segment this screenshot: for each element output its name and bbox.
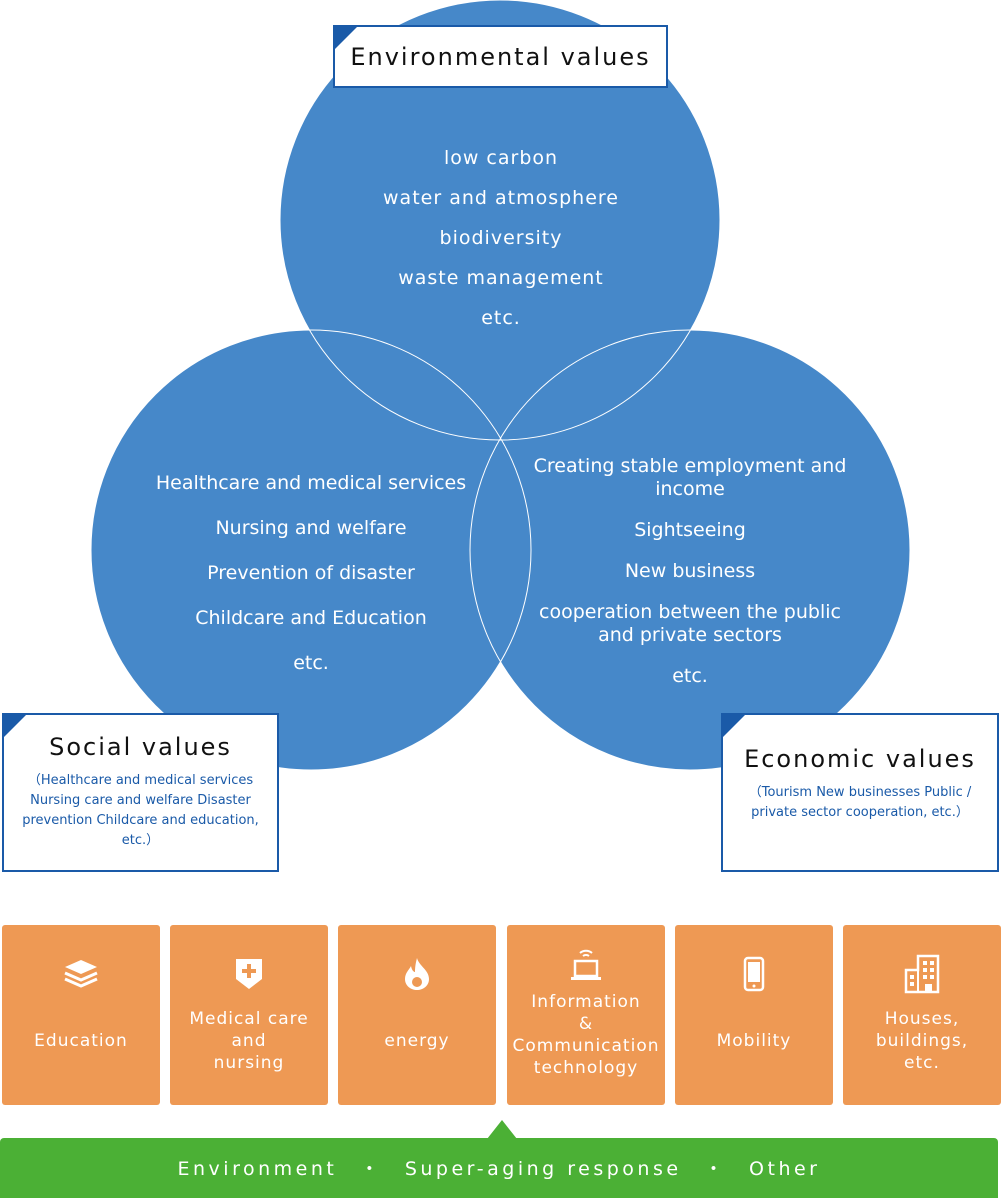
environmental-item: low carbon bbox=[443, 147, 559, 169]
corner-triangle-icon bbox=[335, 27, 357, 49]
economic-subtitle: （Tourism New businesses Public / private… bbox=[748, 785, 972, 820]
tile-ict: Information & Communication technology bbox=[507, 925, 665, 1105]
tile-label: Medical care and nursing bbox=[189, 1009, 309, 1073]
environmental-title: Environmental values bbox=[350, 43, 651, 71]
tile-label: Information & Communication technology bbox=[512, 992, 660, 1078]
social-item: Childcare and Education bbox=[195, 607, 427, 629]
banner-arrow-icon bbox=[487, 1120, 517, 1139]
environmental-item: biodiversity bbox=[439, 227, 563, 249]
laptop-wifi-icon bbox=[566, 941, 606, 991]
bottom-banner: Environment ・ Super-aging response ・ Oth… bbox=[0, 1138, 998, 1198]
economic-item: Sightseeing bbox=[634, 519, 746, 541]
social-item: Healthcare and medical services bbox=[155, 472, 467, 494]
economic-item: New business bbox=[624, 560, 756, 582]
social-circle bbox=[91, 330, 531, 770]
social-item: etc. bbox=[293, 652, 329, 674]
corner-triangle-icon bbox=[4, 715, 26, 737]
building-icon bbox=[902, 949, 942, 999]
environmental-items: low carbon water and atmosphere biodiver… bbox=[300, 144, 702, 344]
social-item: Nursing and welfare bbox=[215, 517, 407, 539]
economic-item: etc. bbox=[672, 665, 708, 687]
economic-item: Creating stable employment and income bbox=[533, 455, 847, 500]
tile-label: energy bbox=[384, 1031, 450, 1051]
category-tiles: Education Medical care and nursing energ… bbox=[2, 925, 1001, 1105]
corner-triangle-icon bbox=[723, 715, 745, 737]
books-icon bbox=[61, 949, 101, 999]
tile-label: Houses, buildings, etc. bbox=[875, 1009, 969, 1073]
tile-education: Education bbox=[2, 925, 160, 1105]
economic-items: Creating stable employment and income Si… bbox=[520, 455, 860, 706]
social-title: Social values bbox=[49, 733, 232, 761]
economic-label-box: Economic values （Tourism New businesses … bbox=[721, 713, 999, 872]
economic-item: cooperation between the public and priva… bbox=[539, 601, 841, 646]
environmental-label-box: Environmental values bbox=[333, 25, 668, 88]
social-items: Healthcare and medical services Nursing … bbox=[140, 468, 482, 693]
economic-title: Economic values bbox=[744, 745, 976, 773]
venn-diagram bbox=[90, 0, 911, 771]
tile-label: Mobility bbox=[716, 1031, 792, 1051]
tile-houses: Houses, buildings, etc. bbox=[843, 925, 1001, 1105]
environmental-item: waste management bbox=[398, 267, 604, 289]
environmental-item: etc. bbox=[481, 307, 521, 329]
social-item: Prevention of disaster bbox=[207, 562, 415, 584]
social-label-box: Social values （Healthcare and medical se… bbox=[2, 713, 279, 872]
environmental-circle bbox=[280, 0, 720, 440]
tile-label: Education bbox=[34, 1031, 128, 1051]
flame-icon bbox=[397, 949, 437, 999]
environmental-item: water and atmosphere bbox=[383, 187, 619, 209]
smartphone-icon bbox=[734, 949, 774, 999]
tile-medical-care: Medical care and nursing bbox=[170, 925, 328, 1105]
economic-circle bbox=[470, 330, 910, 770]
medical-shield-icon bbox=[229, 949, 269, 999]
social-subtitle: （Healthcare and medical services Nursing… bbox=[22, 773, 259, 848]
tile-energy: energy bbox=[338, 925, 496, 1105]
tile-mobility: Mobility bbox=[675, 925, 833, 1105]
